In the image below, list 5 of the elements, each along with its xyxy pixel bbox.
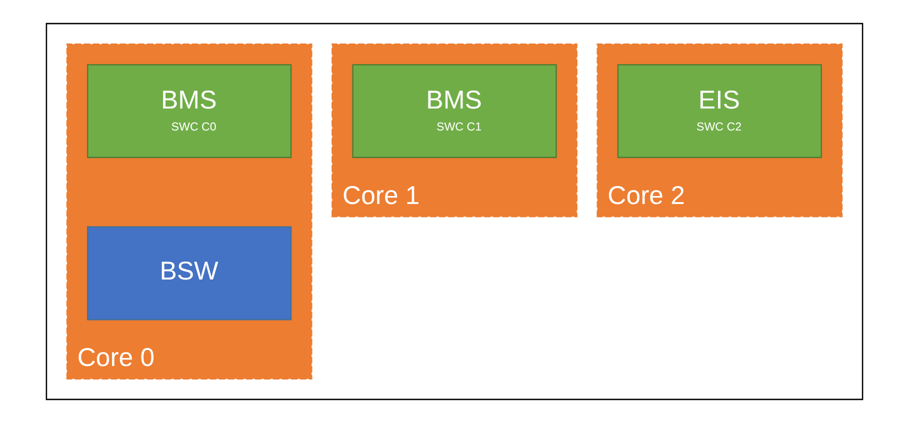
node-box: BSW — [87, 226, 292, 320]
node-box: BMS SWC C0 — [87, 64, 292, 158]
cluster — [46, 22, 864, 400]
node-box: EIS SWC C2 — [617, 64, 822, 158]
node-box: BMS SWC C1 — [352, 64, 557, 158]
